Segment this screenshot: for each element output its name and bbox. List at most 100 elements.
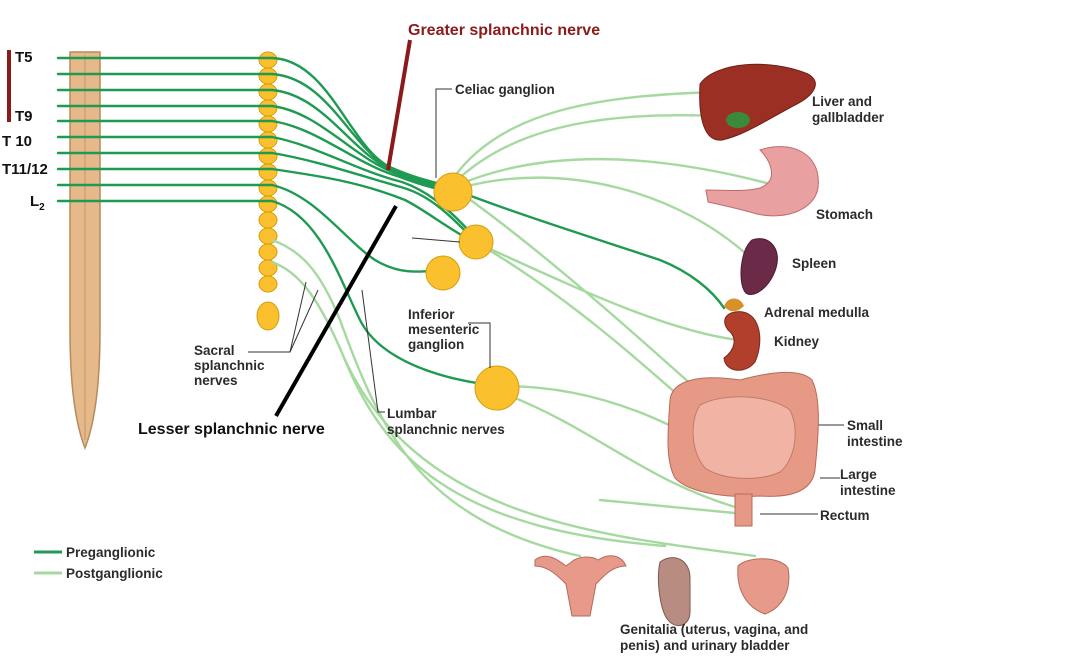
adrenal-kidney bbox=[723, 298, 761, 371]
post-liver-1 bbox=[450, 90, 722, 182]
t5-t9-range-bar bbox=[7, 50, 11, 122]
large-intestine-label-2: intestine bbox=[840, 483, 896, 498]
level-t11-12: T11/12 bbox=[2, 161, 48, 178]
level-l2-letter: L bbox=[30, 193, 39, 210]
chain-ganglion bbox=[258, 51, 278, 69]
stomach bbox=[705, 146, 819, 217]
inferior-mesenteric-leader bbox=[468, 322, 491, 368]
genitalia-label-2: penis) and urinary bladder bbox=[620, 638, 790, 653]
gallbladder-shape bbox=[726, 112, 750, 128]
chain-ganglion bbox=[258, 131, 278, 149]
sacral-label-3: nerves bbox=[194, 373, 238, 388]
level-t5: T5 bbox=[15, 49, 33, 66]
genitalia-bladder bbox=[534, 555, 790, 627]
rectum-shape bbox=[734, 493, 753, 527]
kidney-label: Kidney bbox=[774, 334, 820, 349]
small-intestine-shape bbox=[692, 396, 796, 479]
chain-ganglion-impar bbox=[256, 301, 280, 331]
lumbar-label-1: Lumbar bbox=[387, 406, 437, 421]
liver-label-1: Liver and bbox=[812, 94, 872, 109]
preganglionic-fibers bbox=[56, 56, 726, 388]
greater-splanchnic-fiber-4 bbox=[270, 104, 456, 194]
liver-label-2: gallbladder bbox=[812, 110, 885, 125]
post-rectum bbox=[498, 390, 747, 512]
sacral-leader-2 bbox=[289, 289, 319, 353]
chain-ganglion bbox=[258, 163, 278, 181]
adrenal-label: Adrenal medulla bbox=[764, 305, 870, 320]
chain-ganglion bbox=[258, 275, 278, 293]
superior-mesenteric-ganglion bbox=[458, 224, 494, 260]
sup-mes-leader bbox=[411, 237, 461, 243]
lesser-splanchnic-fiber-2 bbox=[270, 167, 476, 244]
adrenal-shape bbox=[724, 298, 744, 312]
adrenal-medulla-fiber bbox=[453, 188, 726, 310]
lumbar-splanchnic-fiber-1 bbox=[270, 183, 442, 273]
liver-shape bbox=[699, 63, 816, 141]
post-sacral-1 bbox=[270, 238, 582, 558]
legend-post-label: Postganglionic bbox=[66, 566, 163, 581]
lumbar-label-2: splanchnic nerves bbox=[387, 422, 505, 437]
chain-ganglion bbox=[258, 67, 278, 85]
sympathetic-chain bbox=[256, 51, 280, 331]
chain-ganglion bbox=[258, 99, 278, 117]
level-l2: L2 bbox=[30, 193, 45, 213]
greater-splanchnic-fiber-2 bbox=[270, 72, 452, 190]
rectum-label: Rectum bbox=[820, 508, 870, 523]
level-l2-subscript: 2 bbox=[39, 202, 45, 213]
lesser-splanchnic-fiber-1 bbox=[270, 151, 474, 240]
spleen-shape bbox=[740, 238, 778, 295]
leader-lines bbox=[248, 88, 844, 515]
inferior-mesenteric-ganglion bbox=[474, 365, 520, 411]
lesser-splanchnic-pointer bbox=[274, 205, 398, 417]
lesser-splanchnic-title: Lesser splanchnic nerve bbox=[138, 421, 325, 438]
greater-splanchnic-fiber-3 bbox=[270, 88, 454, 192]
chain-ganglion bbox=[258, 179, 278, 197]
penis-shape bbox=[657, 557, 691, 627]
ganglia bbox=[425, 172, 520, 411]
lumbar-splanchnic-fiber-2 bbox=[270, 199, 502, 388]
spleen bbox=[740, 238, 778, 295]
post-stomach bbox=[456, 157, 787, 190]
stomach-label: Stomach bbox=[816, 207, 873, 222]
uterus-shape bbox=[534, 555, 627, 617]
post-kidney bbox=[468, 238, 740, 342]
intestines bbox=[667, 371, 819, 527]
sacral-label-2: splanchnic bbox=[194, 358, 265, 373]
post-liver-2 bbox=[453, 113, 727, 184]
chain-ganglion bbox=[258, 243, 278, 261]
legend: Preganglionic Postganglionic bbox=[34, 545, 163, 581]
level-labels: T5 T9 T 10 T11/12 L2 bbox=[2, 49, 48, 213]
level-t9: T9 bbox=[15, 108, 33, 125]
post-spleen bbox=[458, 176, 757, 264]
greater-splanchnic-pointer bbox=[386, 39, 412, 171]
greater-splanchnic-fiber-5 bbox=[270, 119, 458, 196]
celiac-ganglion-label: Celiac ganglion bbox=[455, 82, 555, 97]
celiac-ganglion bbox=[433, 172, 473, 212]
level-t10: T 10 bbox=[2, 133, 32, 150]
aorticorenal-ganglion bbox=[425, 255, 461, 291]
post-sacral-2 bbox=[270, 260, 667, 548]
spleen-label: Spleen bbox=[792, 256, 836, 271]
chain-ganglion bbox=[258, 83, 278, 101]
large-intestine-label-1: Large bbox=[840, 467, 877, 482]
small-intestine-label-2: intestine bbox=[847, 434, 903, 449]
inferior-mesenteric-label-2: mesenteric bbox=[408, 322, 480, 337]
sacral-label-1: Sacral bbox=[194, 343, 235, 358]
chain-ganglion bbox=[258, 147, 278, 165]
chain-ganglion bbox=[258, 195, 278, 213]
post-rectum-2 bbox=[598, 498, 747, 516]
inferior-mesenteric-label-1: Inferior bbox=[408, 307, 455, 322]
liver-gallbladder bbox=[699, 63, 816, 141]
celiac-leader bbox=[435, 88, 452, 178]
chain-ganglion bbox=[258, 115, 278, 133]
chain-ganglion bbox=[258, 211, 278, 229]
kidney-shape bbox=[723, 311, 761, 371]
inferior-mesenteric-label-3: ganglion bbox=[408, 337, 464, 352]
stomach-shape bbox=[705, 146, 819, 217]
legend-pre-label: Preganglionic bbox=[66, 545, 156, 560]
small-intestine-label-1: Small bbox=[847, 418, 883, 433]
lumbar-leader bbox=[361, 289, 385, 413]
bladder-shape bbox=[737, 558, 790, 615]
greater-splanchnic-title: Greater splanchnic nerve bbox=[408, 22, 600, 39]
